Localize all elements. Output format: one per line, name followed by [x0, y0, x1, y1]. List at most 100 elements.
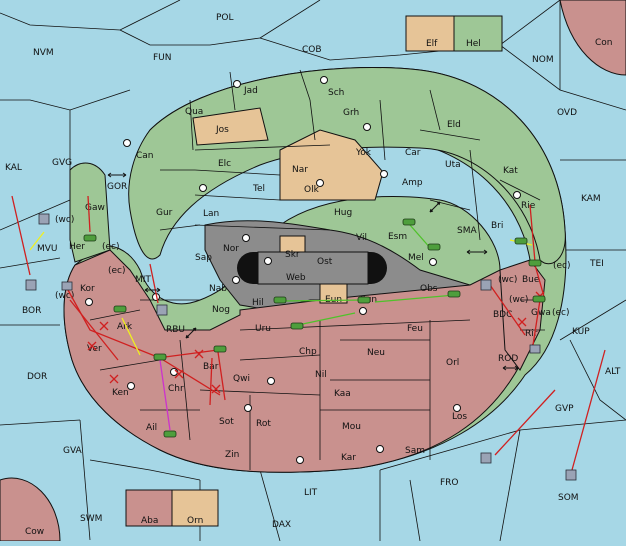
army-unit [163, 430, 177, 438]
supply-center [127, 382, 135, 390]
label-rot: Rot [256, 419, 271, 429]
failed-order-cross [194, 349, 204, 359]
label-bue: Bue [522, 275, 540, 285]
failed-order-cross [109, 374, 119, 384]
label-gaw: Gaw [85, 203, 105, 213]
supply-center [199, 184, 207, 192]
label-gvp: GVP [555, 404, 574, 414]
label-som: SOM [558, 493, 579, 503]
label-dax: DAX [272, 520, 291, 530]
army-unit [532, 295, 546, 303]
fleet-unit [61, 281, 73, 291]
strait-arrow-icon [466, 249, 488, 255]
label-esm: Esm [388, 232, 407, 242]
supply-center [296, 456, 304, 464]
order-arrow [164, 349, 219, 358]
order-arrow [534, 264, 546, 301]
label-fun: FUN [153, 53, 172, 63]
label-sot: Sot [219, 417, 234, 427]
label-amp: Amp [402, 178, 423, 188]
label-orl: Orl [446, 358, 459, 368]
army-unit [153, 353, 167, 361]
label-con: Con [595, 38, 613, 48]
coast-tag: (ec) [102, 242, 120, 252]
label-gva: GVA [63, 446, 83, 456]
supply-center [316, 179, 324, 187]
strait-markers [107, 172, 519, 371]
army-units [83, 218, 546, 438]
label-nab: Nab [209, 284, 227, 294]
legend-top-left: Elf [426, 39, 438, 49]
coast-tag: (wc) [509, 295, 528, 305]
label-gur: Gur [156, 208, 173, 218]
strait-arrow-icon [429, 201, 441, 213]
order-arrow [149, 263, 159, 304]
legend-top: Elf Hel [405, 15, 503, 52]
label-ovd: OVD [557, 108, 577, 118]
label-kam: KAM [581, 194, 601, 204]
label-jos: Jos [215, 125, 229, 135]
fleet-unit [25, 279, 37, 291]
lake-interior [257, 251, 369, 285]
failed-order-cross [99, 321, 109, 331]
label-alt: ALT [605, 367, 621, 377]
label-cob: COB [302, 45, 322, 55]
strait-arrow-icon [185, 327, 197, 339]
label-skr: Skr [285, 250, 300, 260]
supply-center [85, 298, 93, 306]
label-nil: Nil [315, 370, 327, 380]
label-bri: Bri [491, 221, 503, 231]
label-kup: KUP [572, 327, 590, 337]
coast-tag: (ec) [553, 261, 571, 271]
label-sma: SMA [457, 226, 477, 236]
label-rbu: RBU [166, 325, 185, 335]
region-jos-tan [192, 107, 269, 146]
west-peninsula [69, 162, 111, 263]
label-ost: Ost [317, 257, 333, 267]
coast-tag: (wc) [55, 215, 74, 225]
label-zin: Zin [225, 450, 239, 460]
supply-center [123, 139, 131, 147]
label-chr: Chr [168, 384, 184, 394]
supply-center [359, 307, 367, 315]
label-dor: DOR [27, 372, 47, 382]
army-unit [447, 290, 461, 298]
label-lit: LIT [304, 488, 318, 498]
strait-arrow-icon [144, 287, 161, 293]
label-mvu: MVU [37, 244, 58, 254]
label-rir: Rir [525, 329, 538, 339]
order-arrow [297, 312, 356, 326]
order-arrow [11, 195, 31, 276]
order-arrow [29, 231, 45, 251]
label-lan: Lan [203, 209, 219, 219]
label-los: Los [452, 412, 467, 422]
failed-order-cross [174, 369, 184, 379]
order-arrow [532, 299, 541, 346]
fleet-units [25, 213, 577, 481]
failed-order-cross [87, 341, 97, 351]
label-gvg: GVG [52, 158, 72, 168]
label-kaa: Kaa [334, 389, 351, 399]
label-grh: Grh [343, 108, 359, 118]
label-fro: FRO [440, 478, 459, 488]
supply-center [232, 276, 240, 284]
army-unit [514, 237, 528, 245]
order-arrow [121, 317, 141, 356]
label-uru: Uru [255, 324, 271, 334]
region-labels: Jad Sch Qua Jos Grh Eld Can Elc Nar Yok … [69, 86, 551, 463]
army-unit [290, 322, 304, 330]
army-unit [113, 305, 127, 313]
label-nom: NOM [532, 55, 554, 65]
army-unit [528, 259, 542, 267]
label-chp: Chp [299, 347, 317, 357]
label-mou: Mou [342, 422, 361, 432]
army-unit [427, 243, 441, 251]
order-arrow [494, 389, 556, 456]
label-gor: GOR [107, 182, 127, 192]
failed-order-cross [517, 317, 527, 327]
fleet-unit [565, 469, 577, 481]
army-unit [402, 218, 416, 226]
label-kor: Kor [80, 284, 95, 294]
order-arrow [159, 357, 221, 396]
